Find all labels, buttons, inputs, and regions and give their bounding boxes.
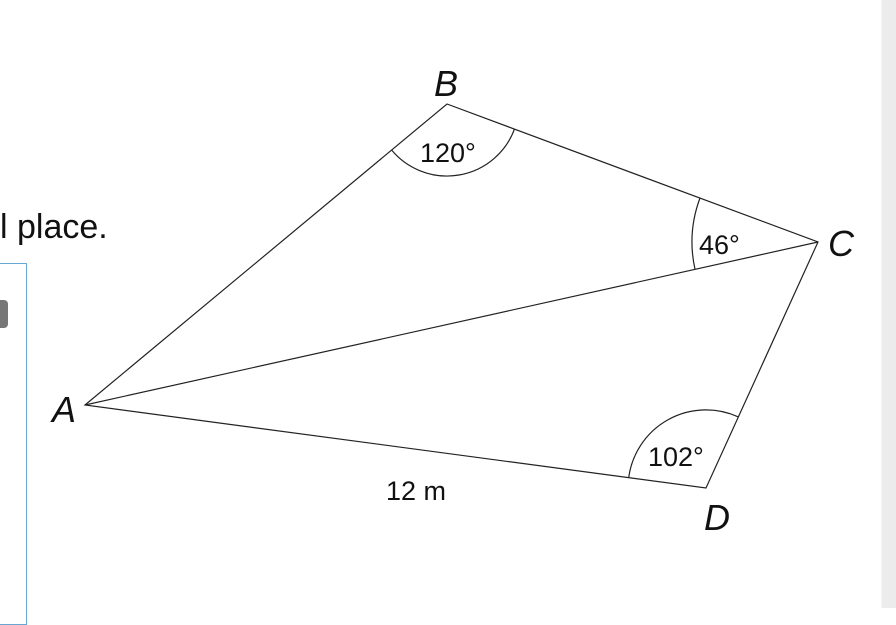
- quadrilateral-diagram: B C A D 120° 46° 102° 12 m: [50, 63, 855, 538]
- angle-arc-B: [391, 128, 516, 177]
- vertex-label-C: C: [828, 223, 855, 264]
- input-tool-icon[interactable]: [0, 300, 8, 328]
- angle-arc-D: [628, 409, 739, 478]
- angle-arc-C: [691, 197, 701, 270]
- diagonal-AC: [84, 241, 819, 406]
- vertex-label-B: B: [434, 63, 458, 104]
- vertical-scrollbar[interactable]: [881, 0, 896, 608]
- vertex-label-A: A: [50, 389, 76, 430]
- angle-label-D: 102°: [648, 442, 704, 472]
- side-label-AD: 12 m: [386, 476, 446, 506]
- angle-label-C: 46°: [699, 230, 740, 260]
- vertex-label-D: D: [704, 497, 730, 538]
- angle-label-B: 120°: [420, 138, 476, 168]
- question-text: l place.: [0, 208, 108, 246]
